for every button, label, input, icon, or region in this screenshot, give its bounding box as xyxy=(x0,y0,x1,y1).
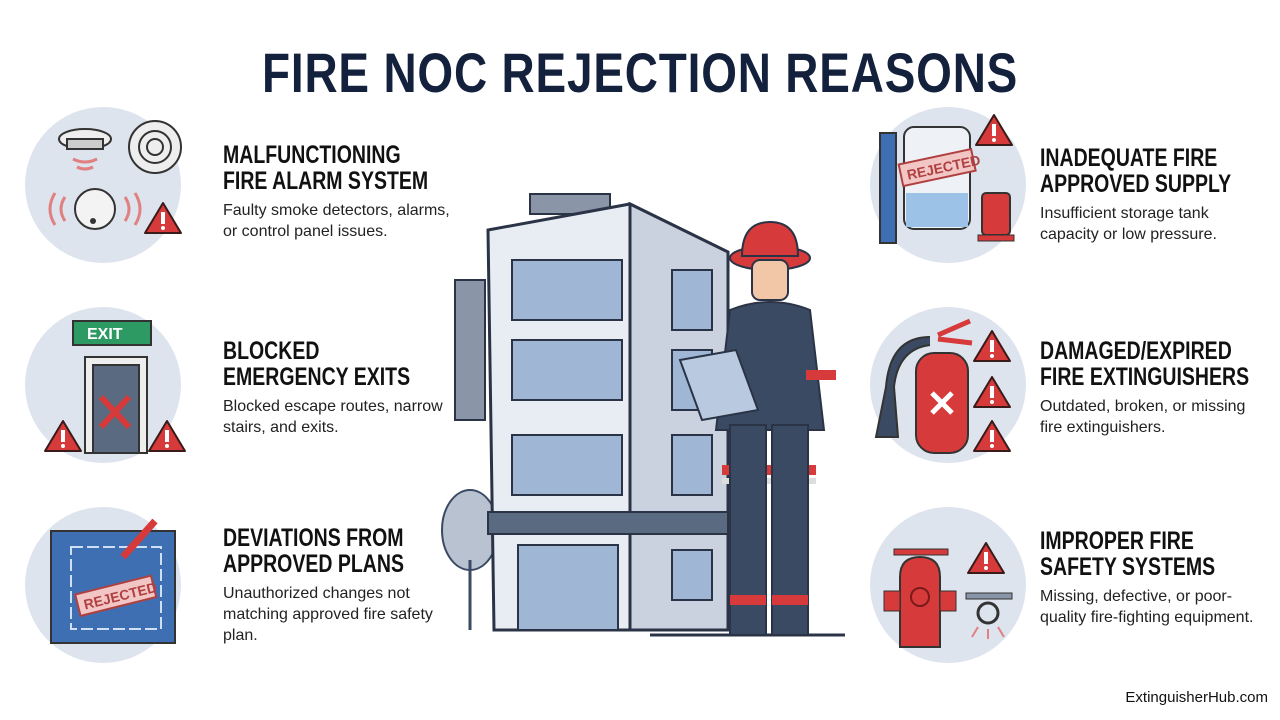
exit-circle: EXIT xyxy=(25,307,186,463)
alarm-circle xyxy=(25,107,182,263)
fire-extinguisher-icon xyxy=(874,318,1011,454)
reason-description: Missing, defective, or poor-quality fire… xyxy=(1040,588,1254,626)
building-icon xyxy=(441,193,845,637)
reason-description: Outdated, broken, or missing fire exting… xyxy=(1040,398,1246,436)
building-firefighter-illustration xyxy=(441,193,845,637)
reason-description: Faulty smoke detectors, alarms, or contr… xyxy=(223,202,450,240)
water-tank-hydrant-icon: REJECTED xyxy=(879,114,1015,244)
footer-website: ExtinguisherHub.com xyxy=(1125,689,1268,706)
plans-circle: REJECTED xyxy=(25,507,181,663)
svg-text:EXIT: EXIT xyxy=(87,326,123,343)
supply-circle: REJECTED xyxy=(870,107,1026,263)
hydrant-sprinkler-icon xyxy=(883,542,1013,648)
reason-description: Insufficient storage tank capacity or lo… xyxy=(1040,205,1217,243)
firefighter-icon xyxy=(678,220,836,636)
reason-description: Blocked escape routes, narrow stairs, an… xyxy=(223,398,443,436)
extinguisher-circle xyxy=(870,307,1026,463)
reason-description: Unauthorized changes not matching approv… xyxy=(223,585,433,644)
page-title: FIRE NOC REJECTION REASONS xyxy=(261,41,1019,104)
blocked-exit-door-icon: EXIT xyxy=(44,320,186,454)
smoke-detector-alarm-icon xyxy=(48,120,182,234)
systems-circle xyxy=(870,507,1026,663)
rejected-blueprint-icon: REJECTED xyxy=(50,518,176,644)
